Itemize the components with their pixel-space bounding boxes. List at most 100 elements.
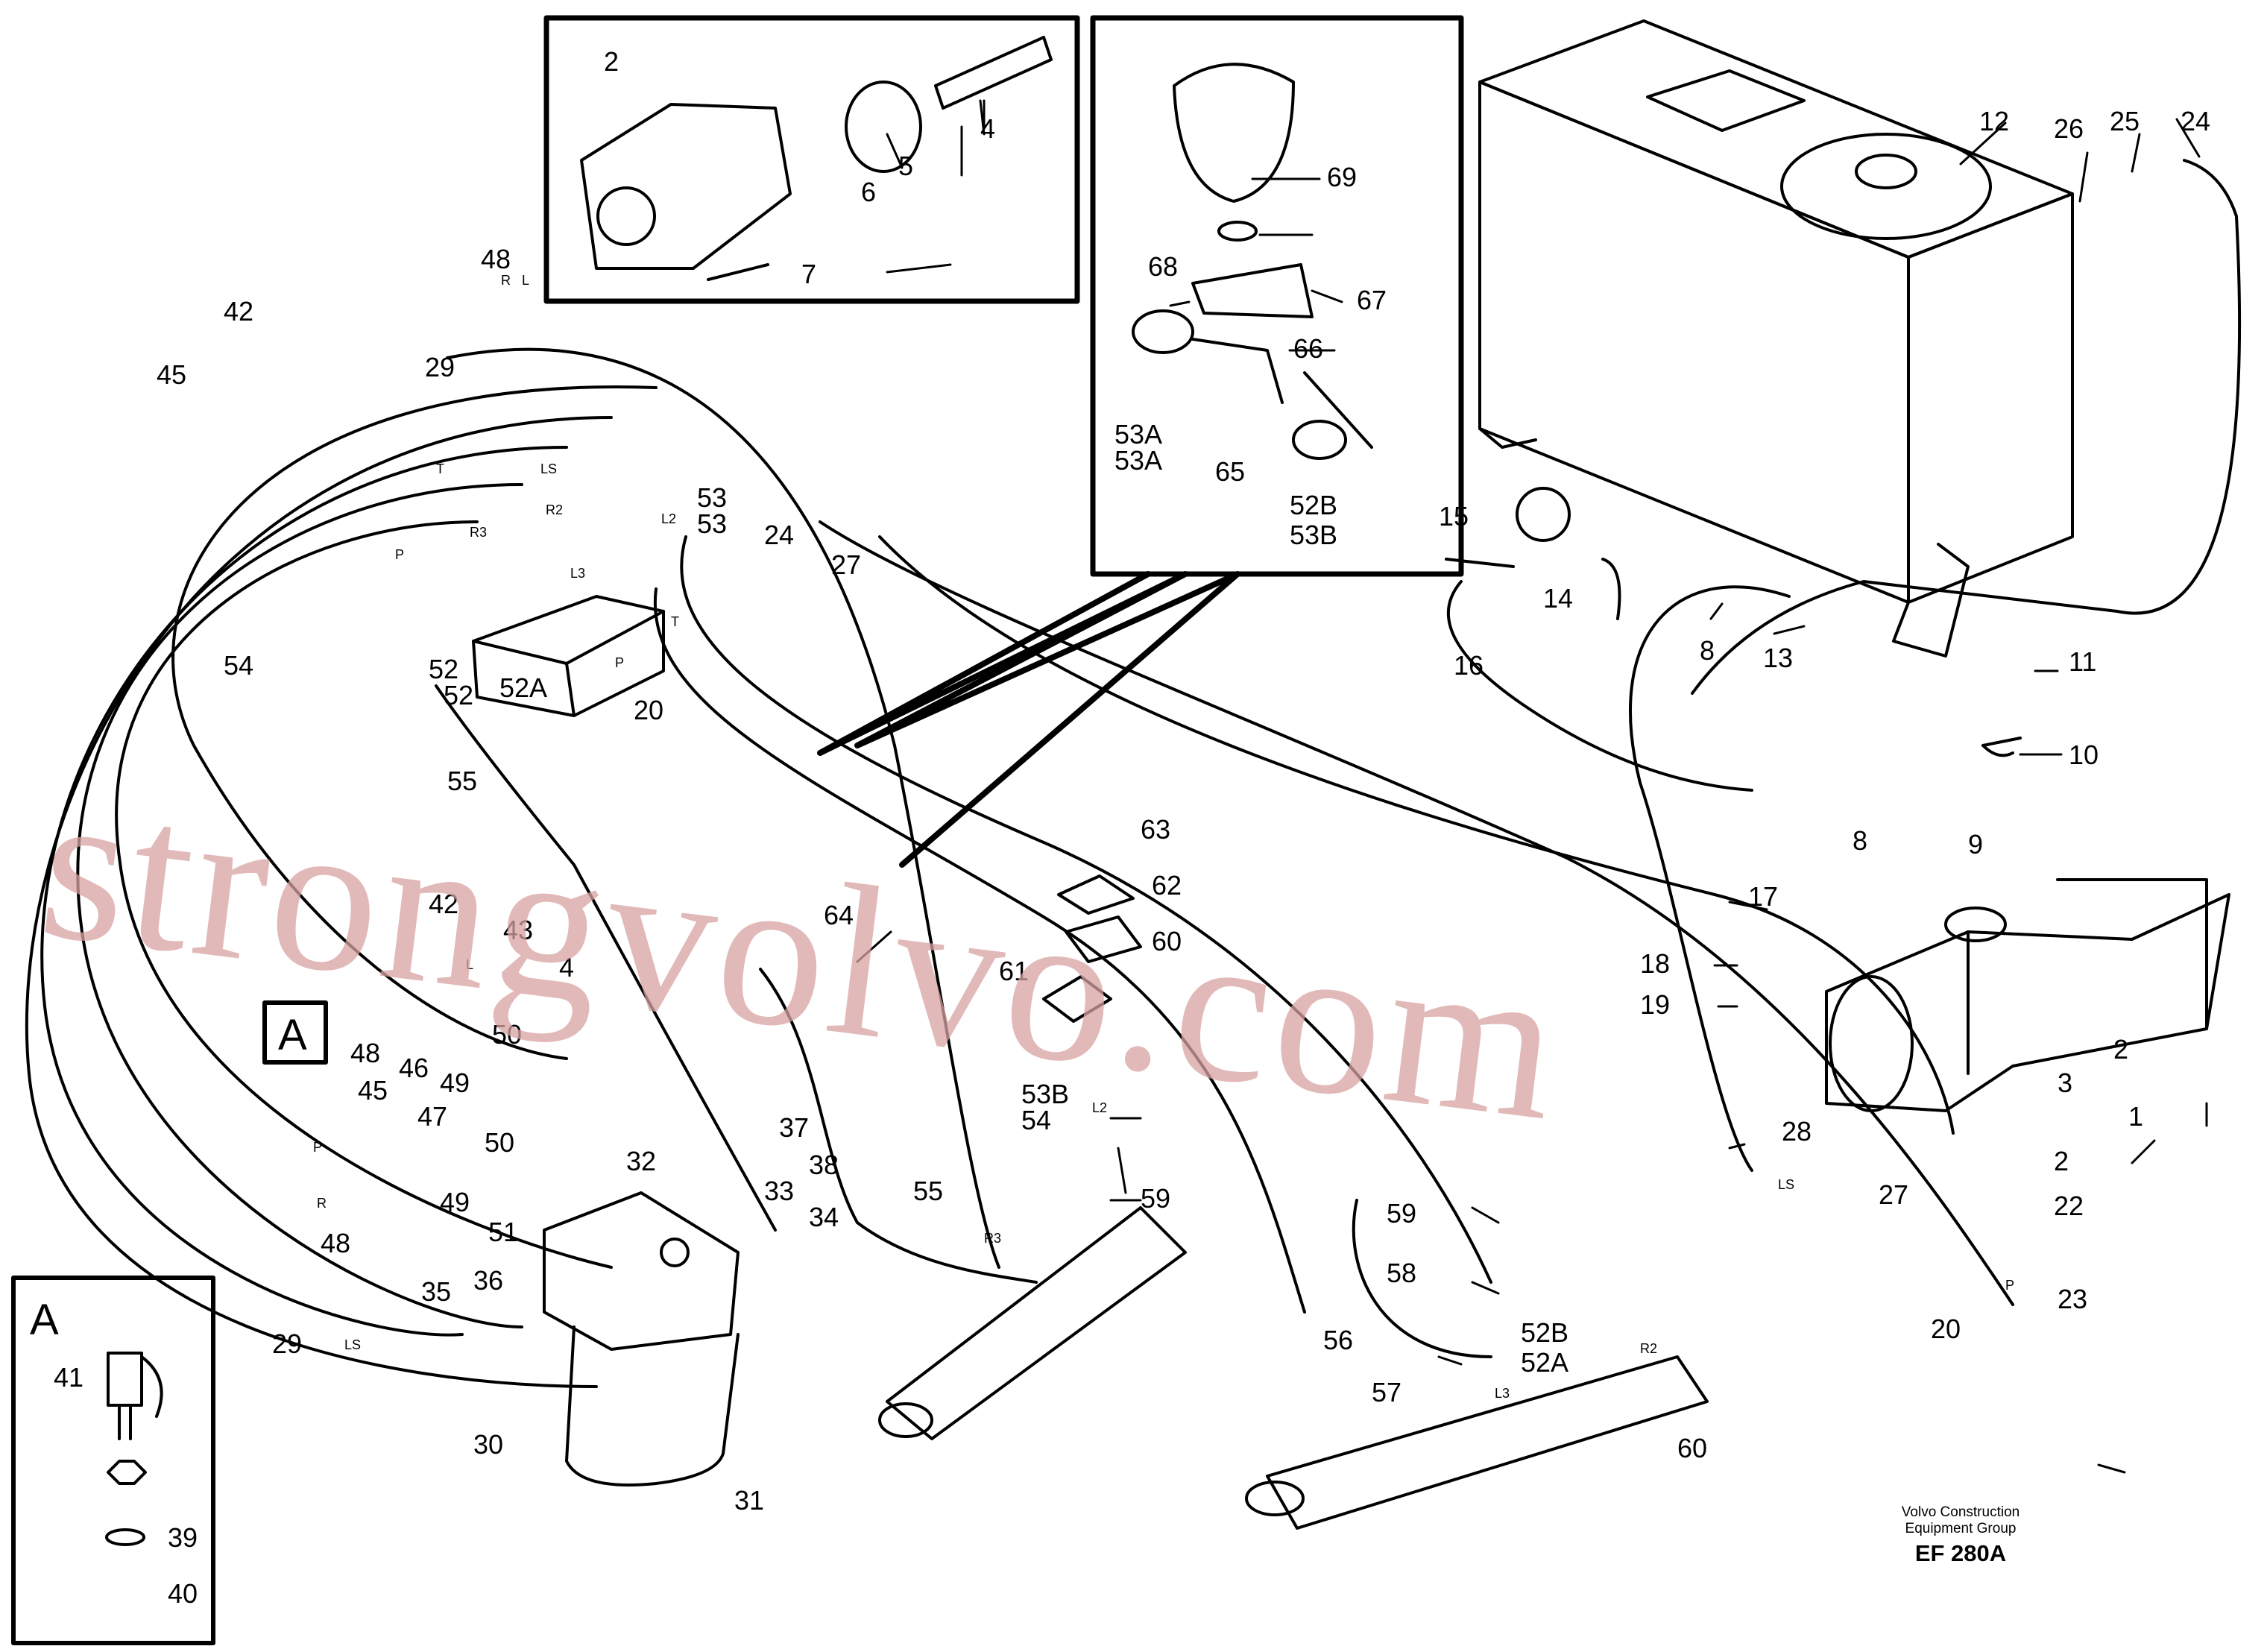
- callout-label: 2: [2113, 1034, 2128, 1065]
- port-tag: R2: [1640, 1341, 1657, 1356]
- port-tag: R: [501, 273, 511, 288]
- port-tag: LS: [1778, 1177, 1794, 1192]
- port-tag: P: [395, 547, 404, 562]
- callout-label: 52: [429, 654, 458, 684]
- callout-label: 59: [1141, 1183, 1170, 1214]
- callout-label: 13: [1763, 643, 1793, 673]
- callout-label: 55: [913, 1176, 943, 1206]
- port-tag: L3: [1495, 1386, 1510, 1401]
- callout-label: 27: [831, 549, 861, 580]
- callout-label: 66: [1293, 333, 1323, 364]
- callout-label: 32: [626, 1146, 656, 1176]
- callout-label: 11: [2069, 646, 2096, 677]
- callout-label: 24: [2181, 106, 2210, 136]
- callout-label: 38: [809, 1150, 839, 1180]
- callout-label: 42: [429, 889, 458, 919]
- port-tag: L3: [570, 566, 585, 581]
- callout-label: 53B: [1290, 520, 1337, 550]
- priority-valve-filter: [543, 1191, 740, 1487]
- callout-label: 15: [1439, 501, 1469, 532]
- callout-label: 54: [224, 650, 253, 681]
- callout-label: 69: [1327, 162, 1357, 192]
- callout-label: 5: [898, 151, 913, 181]
- port-tag: LS: [344, 1337, 361, 1352]
- callout-label: 6: [861, 177, 876, 207]
- callout-label: 46: [399, 1053, 429, 1083]
- callout-label: 10: [2069, 740, 2099, 770]
- port-tag: P: [313, 1140, 322, 1155]
- callout-label: 53: [697, 482, 727, 513]
- callout-label: 22: [2054, 1191, 2084, 1221]
- callout-label: 50: [492, 1019, 522, 1050]
- callout-label: 40: [168, 1578, 198, 1609]
- accumulator-inset-drawing: [1132, 63, 1373, 460]
- callout-label: 12: [1979, 106, 2009, 136]
- callout-box-a: [262, 1000, 328, 1065]
- callout-label: 60: [1677, 1433, 1707, 1463]
- callout-label: 53B: [1021, 1079, 1069, 1109]
- callout-label: 36: [473, 1265, 503, 1296]
- callout-label: 54: [1021, 1105, 1051, 1135]
- callout-label: 53A: [1114, 419, 1162, 450]
- callout-label: 53: [697, 508, 727, 539]
- callout-label: 3: [2058, 1068, 2072, 1098]
- callout-a-label: A: [278, 1011, 307, 1059]
- callout-label: 52: [444, 680, 473, 710]
- callout-label: 34: [809, 1202, 839, 1232]
- callout-label: 33: [764, 1176, 794, 1206]
- port-tag: LS: [540, 461, 557, 476]
- callout-label: 61: [999, 956, 1029, 986]
- callout-label: 29: [425, 352, 455, 382]
- callout-label: 45: [157, 359, 186, 390]
- port-tags: R L T LS R2 L2 R3 P L3 T P L2 R3 R2 L3 L…: [313, 273, 2014, 1401]
- callout-label: 57: [1372, 1377, 1401, 1407]
- callout-label: 65: [1215, 456, 1245, 487]
- inset-box-accumulator: [1090, 15, 1464, 577]
- callout-label: 14: [1543, 583, 1573, 614]
- port-tag: L: [522, 273, 529, 288]
- callout-label: 24: [764, 520, 794, 550]
- callout-label: 20: [634, 695, 663, 725]
- callout-label: 48: [321, 1228, 350, 1258]
- port-tag: P: [2005, 1278, 2014, 1293]
- callout-label: 39: [168, 1522, 198, 1553]
- caption-block: Volvo Construction Equipment Group EF 28…: [1871, 1504, 2050, 1567]
- valve-block: [472, 595, 665, 717]
- callout-label: 67: [1357, 285, 1387, 315]
- callout-label: 59: [1387, 1198, 1416, 1229]
- port-tag: T: [436, 461, 444, 476]
- callout-label: 30: [473, 1429, 503, 1460]
- callout-label: 2: [2054, 1146, 2069, 1176]
- callout-label: 45: [358, 1075, 388, 1106]
- port-tag: R3: [984, 1231, 1001, 1246]
- caption-code: EF 280A: [1914, 1540, 2007, 1566]
- callout-label: 49: [440, 1187, 470, 1217]
- callout-label: 8: [1700, 635, 1715, 666]
- inset-leader-lines: [817, 571, 1240, 868]
- caption-company-line1: Volvo Construction: [1901, 1504, 2020, 1520]
- callout-label: 53A: [1114, 445, 1162, 476]
- callout-label: 19: [1640, 989, 1670, 1020]
- callout-label: 60: [1152, 926, 1182, 956]
- callout-label: 50: [485, 1127, 514, 1158]
- detail-a-label: A: [30, 1296, 59, 1344]
- port-tag: T: [671, 614, 679, 629]
- steering-cylinders: [878, 1206, 1709, 1530]
- callout-label: 63: [1141, 814, 1170, 845]
- callout-label: 52A: [499, 672, 547, 703]
- inset-box-steering-unit: [543, 15, 1080, 304]
- callout-label: 52B: [1521, 1317, 1568, 1348]
- caption-company-line2: Equipment Group: [1905, 1521, 2017, 1536]
- port-tag: R3: [470, 525, 487, 540]
- callout-label: 16: [1454, 650, 1484, 681]
- callout-label: 18: [1640, 948, 1670, 979]
- callout-label: 56: [1323, 1325, 1353, 1355]
- callout-label: 42: [224, 296, 253, 327]
- hydraulic-tank: [1478, 19, 2074, 658]
- brackets-and-clamps: [1042, 558, 2022, 1023]
- port-tag: L2: [1092, 1100, 1107, 1115]
- callout-label: 27: [1879, 1179, 1908, 1210]
- callout-label: 4: [980, 113, 995, 144]
- callout-label: 4: [559, 952, 574, 983]
- callout-label: 49: [440, 1068, 470, 1098]
